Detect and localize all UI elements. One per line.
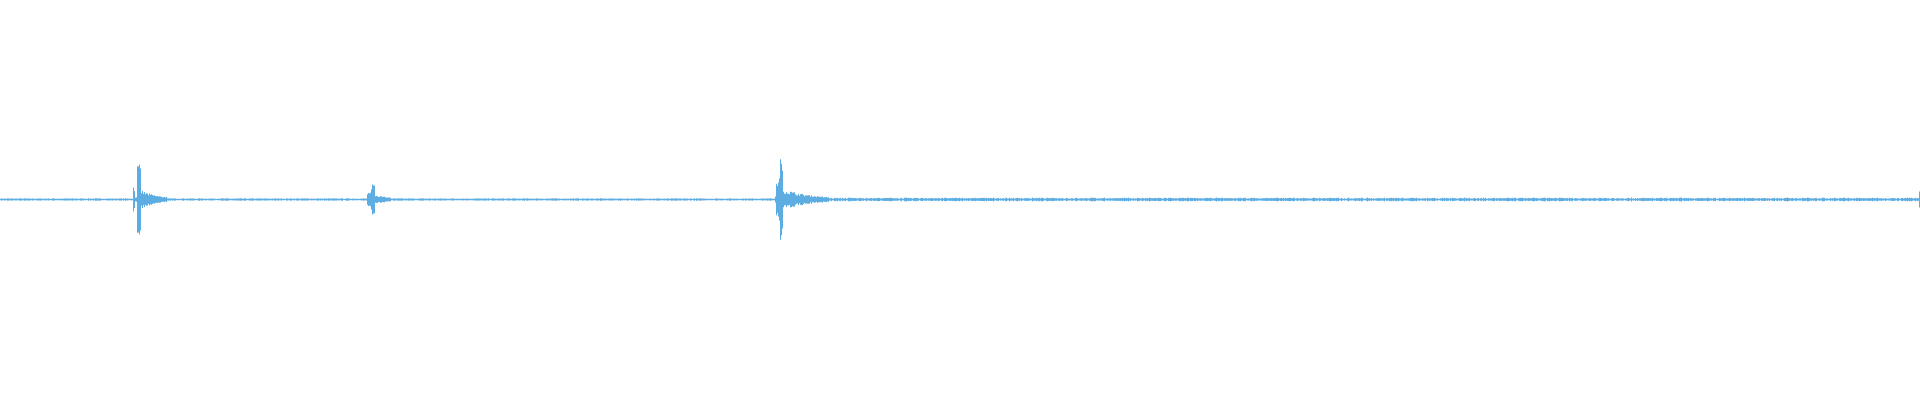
waveform-trace xyxy=(0,159,1920,240)
